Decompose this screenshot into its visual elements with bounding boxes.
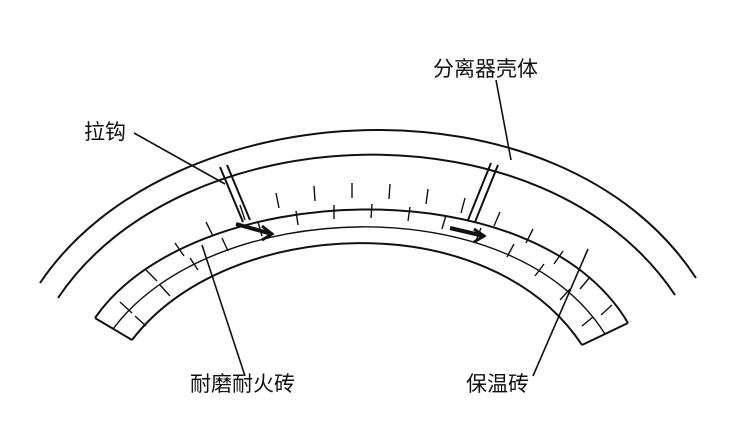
label-hook: 拉钩 — [84, 120, 126, 144]
right-hook — [449, 162, 499, 244]
brick-pattern — [112, 183, 613, 335]
hook-leader-line — [133, 132, 226, 185]
insulation-brick-leader-line — [532, 248, 589, 377]
shell-outer-arc — [39, 129, 697, 284]
label-shell: 分离器壳体 — [433, 57, 538, 81]
wear-brick-leader-line — [201, 244, 246, 377]
label-wear-brick: 耐磨耐火砖 — [190, 372, 295, 396]
label-insulation-brick: 保温砖 — [466, 372, 529, 396]
shell-inner-arc — [57, 153, 676, 299]
lining-inner-arc — [131, 242, 583, 346]
lining-outer-arc — [94, 208, 629, 324]
shell-leader-line — [495, 79, 512, 161]
left-hook — [219, 164, 275, 242]
